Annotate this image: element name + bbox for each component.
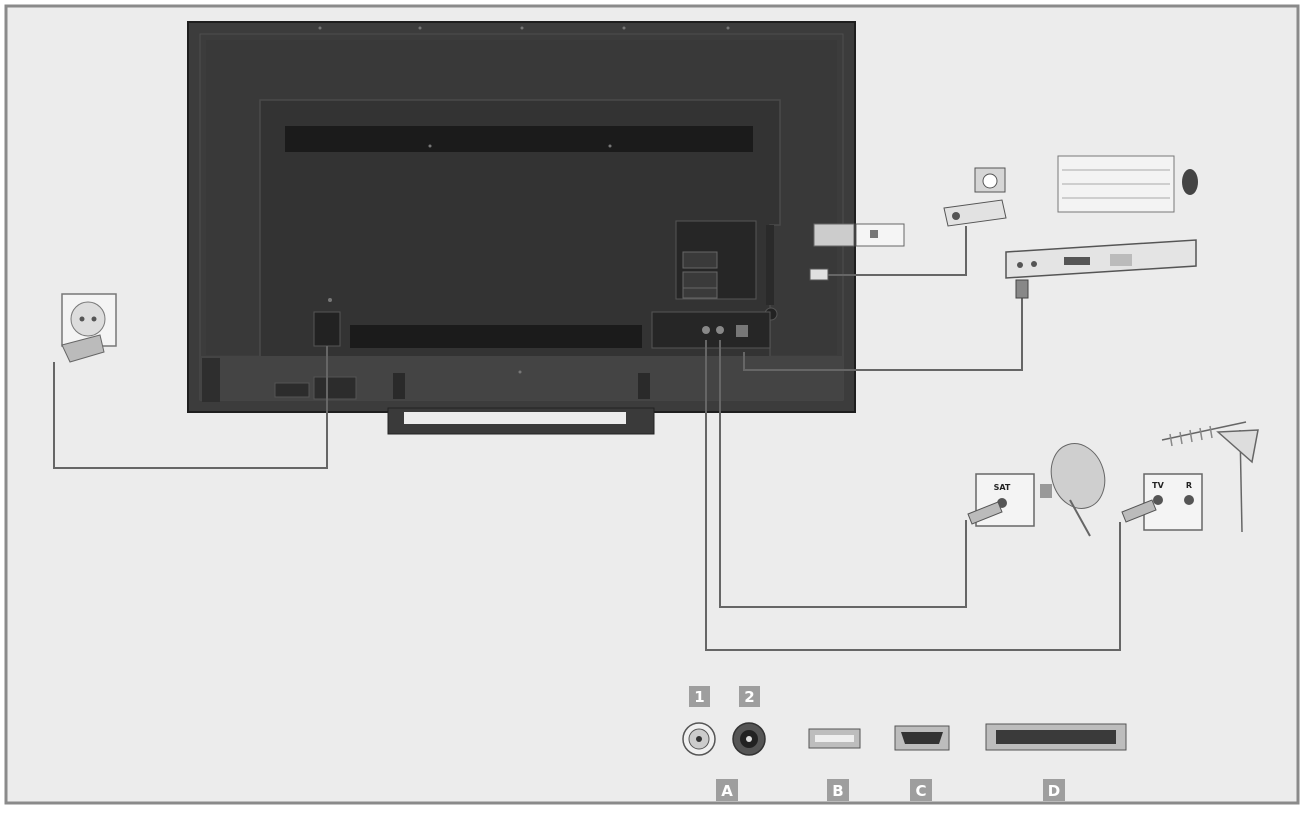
satellite-connector-icon <box>682 722 716 756</box>
hdmi-port-icon <box>894 725 950 751</box>
receiver-box <box>1005 239 1197 279</box>
number-badge-2: 2 <box>739 686 760 707</box>
svg-text:D: D <box>1048 782 1060 800</box>
antenna-connector-icon <box>732 722 766 756</box>
letter-badge-c: C <box>910 779 932 801</box>
usb-cable <box>828 226 967 276</box>
tv-vent-top <box>285 126 753 152</box>
ci-module-card <box>813 223 905 247</box>
cables <box>53 226 1121 651</box>
satellite-wall-socket: SAT <box>967 473 1035 527</box>
ci-slot-icon <box>985 723 1127 751</box>
letter-badge-a: A <box>716 779 738 801</box>
power-cable <box>53 346 328 469</box>
svg-text:2: 2 <box>744 688 754 706</box>
tv-socket-label: TV <box>1152 481 1164 490</box>
roof-antenna-icon <box>1161 421 1259 533</box>
letter-badge-b: B <box>827 779 849 801</box>
hdmi-plug <box>1015 279 1029 299</box>
svg-text:C: C <box>915 782 926 800</box>
sat-label: SAT <box>994 483 1011 492</box>
tv-bottom-connector-panel <box>651 311 771 349</box>
wall-power-socket <box>61 293 117 363</box>
satellite-cable <box>719 340 967 608</box>
antenna-cable <box>705 340 1121 651</box>
ci-slot-plug <box>809 268 829 281</box>
hdmi-cable <box>743 298 1023 371</box>
svg-text:A: A <box>721 782 733 800</box>
number-badge-1: 1 <box>689 686 710 707</box>
radio-socket-label: R <box>1186 481 1192 490</box>
antenna-wall-socket: TV R <box>1121 473 1203 531</box>
tv-power-input <box>313 311 341 347</box>
tv-vent-bottom <box>350 325 642 348</box>
hard-disk-icon <box>943 199 1007 227</box>
mouse-icon <box>1182 169 1198 195</box>
letter-badge-d: D <box>1043 779 1065 801</box>
tv-rear-panel <box>187 21 856 413</box>
camera-icon <box>974 167 1006 193</box>
svg-text:1: 1 <box>694 688 704 706</box>
usb-port-icon <box>808 728 861 749</box>
satellite-dish-icon <box>1040 443 1106 537</box>
keyboard-icon <box>1057 155 1175 213</box>
svg-text:B: B <box>832 782 843 800</box>
